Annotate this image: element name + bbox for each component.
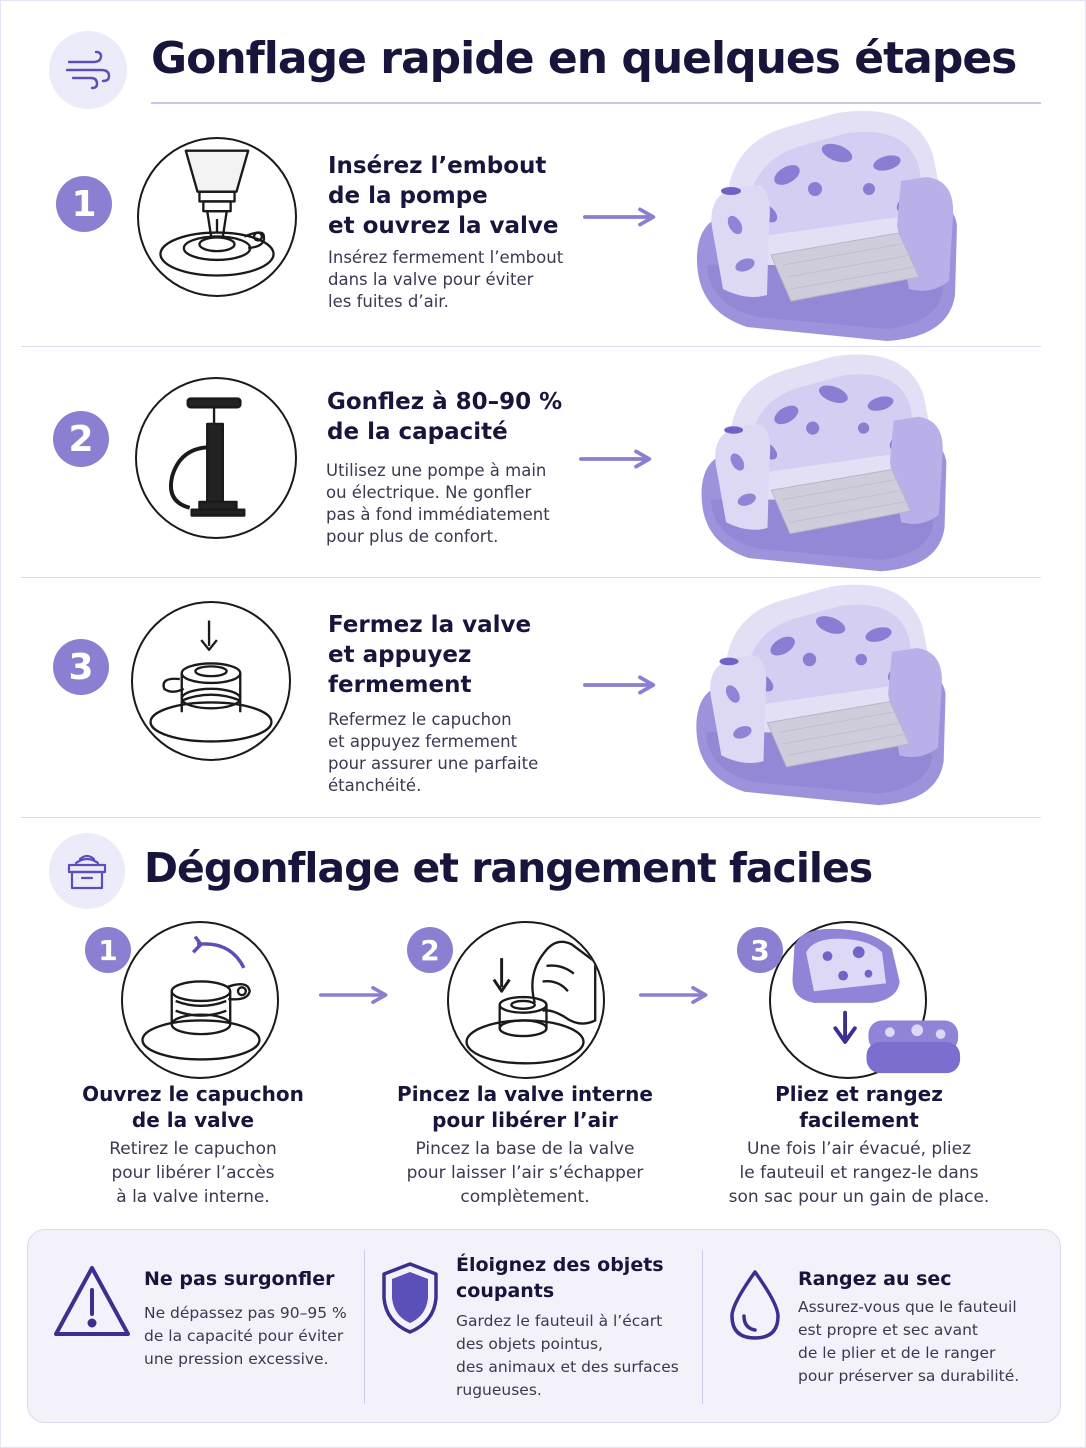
inflate-step-1-title: Insérez l’embout de la pompe et ouvrez l…	[328, 153, 559, 239]
deflate-step-3-title: Pliez et rangez facilement	[775, 1082, 943, 1132]
deflate-step-1-number: 1	[85, 927, 131, 973]
water-drop-icon	[730, 1270, 780, 1340]
valve-open-cap-icon	[121, 921, 279, 1079]
arrow-right-icon	[579, 449, 655, 469]
shield-icon	[382, 1262, 438, 1334]
arrow-right-icon	[319, 985, 391, 1005]
arrow-right-icon	[583, 207, 659, 227]
inflate-title-rule	[151, 102, 1041, 104]
wind-icon	[49, 31, 127, 109]
divider	[21, 346, 1041, 347]
inflating-chair-image	[673, 349, 975, 575]
inflate-step-1-number: 1	[56, 176, 112, 232]
deflate-title: Dégonflage et rangement faciles	[144, 844, 873, 892]
deflate-step-2-desc: Pincez la base de la valve pour laisser …	[406, 1139, 644, 1207]
deflate-step-2-number: 2	[407, 927, 453, 973]
closed-valve-chair-image	[681, 579, 961, 809]
deflate-step-2-title: Pincez la valve interne pour libérer l’a…	[397, 1082, 653, 1132]
tip-3-title: Rangez au sec	[798, 1268, 952, 1290]
warning-triangle-icon	[54, 1266, 130, 1336]
pinch-valve-icon	[447, 921, 605, 1079]
tip-divider	[364, 1250, 365, 1404]
inflate-title: Gonflage rapide en quelques étapes	[151, 33, 1017, 84]
tip-2-desc: Gardez le fauteuil à l’écart des objets …	[456, 1312, 679, 1399]
inflate-step-3-desc: Refermez le capuchon et appuyez fermemen…	[328, 710, 539, 795]
pump-nozzle-valve-icon	[137, 137, 297, 297]
inflate-step-2-desc: Utilisez une pompe à main ou électrique.…	[326, 461, 550, 546]
tip-divider	[702, 1250, 703, 1404]
tip-1-title: Ne pas surgonfler	[144, 1268, 335, 1290]
deflate-step-1-desc: Retirez le capuchon pour libérer l’accès…	[109, 1139, 277, 1207]
arrow-right-icon	[583, 675, 659, 695]
arrow-right-icon	[639, 985, 711, 1005]
tip-1-desc: Ne dépassez pas 90–95 % de la capacité p…	[144, 1304, 347, 1368]
inflate-step-2-title: Gonflez à 80–90 % de la capacité	[327, 389, 563, 445]
inflate-step-2-number: 2	[53, 411, 109, 467]
deflate-step-3-number: 3	[737, 927, 783, 973]
inflated-chair-image	[687, 105, 967, 345]
inflate-step-1-desc: Insérez fermement l’embout dans la valve…	[328, 248, 564, 311]
hand-pump-icon	[135, 377, 297, 539]
inflate-step-3-number: 3	[53, 639, 109, 695]
valve-cap-press-icon	[131, 601, 291, 761]
divider	[21, 577, 1041, 578]
fold-chair-icon	[769, 921, 961, 1079]
inflate-step-3-title: Fermez la valve et appuyez fermement	[328, 612, 532, 698]
deflate-step-1-title: Ouvrez le capuchon de la valve	[82, 1082, 304, 1132]
storage-box-icon	[49, 833, 125, 909]
divider	[21, 817, 1041, 818]
tips-panel: Ne pas surgonfler Ne dépassez pas 90–95 …	[27, 1229, 1061, 1423]
tip-3-desc: Assurez-vous que le fauteuil est propre …	[798, 1298, 1020, 1385]
tip-2-title: Éloignez des objets coupants	[456, 1254, 664, 1302]
deflate-step-3-desc: Une fois l’air évacué, pliez le fauteuil…	[728, 1139, 990, 1207]
